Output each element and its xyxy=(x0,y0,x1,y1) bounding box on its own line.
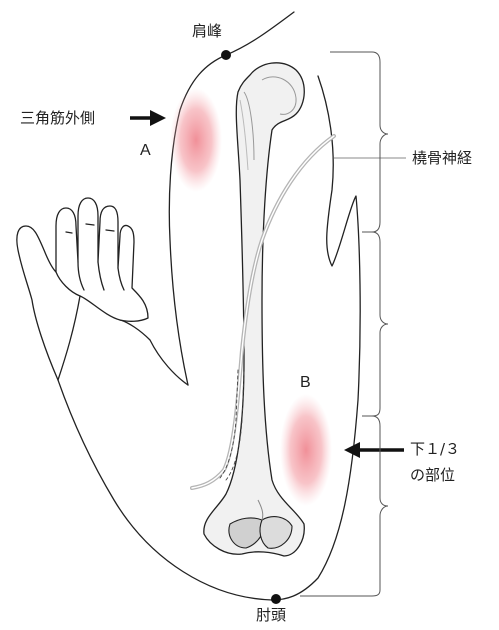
lower-third-label-line1: 下１/３ xyxy=(410,440,460,458)
injection-site-a xyxy=(170,88,222,192)
point-a-label: A xyxy=(140,142,151,160)
lower-third-label-line2: の部位 xyxy=(410,466,455,484)
acromion-label: 肩峰 xyxy=(192,22,222,40)
arrow-to-site-a xyxy=(130,110,166,126)
olecranon-label: 肘頭 xyxy=(256,606,286,624)
hand-illustration xyxy=(17,198,148,380)
acromion-marker xyxy=(221,50,231,60)
point-b-label: B xyxy=(300,374,311,392)
olecranon-marker xyxy=(271,594,281,604)
deltoid-lateral-label: 三角筋外側 xyxy=(20,109,95,127)
measurement-brace xyxy=(300,52,388,596)
radial-nerve-label: 橈骨神経 xyxy=(412,149,472,167)
injection-site-b xyxy=(280,394,332,506)
